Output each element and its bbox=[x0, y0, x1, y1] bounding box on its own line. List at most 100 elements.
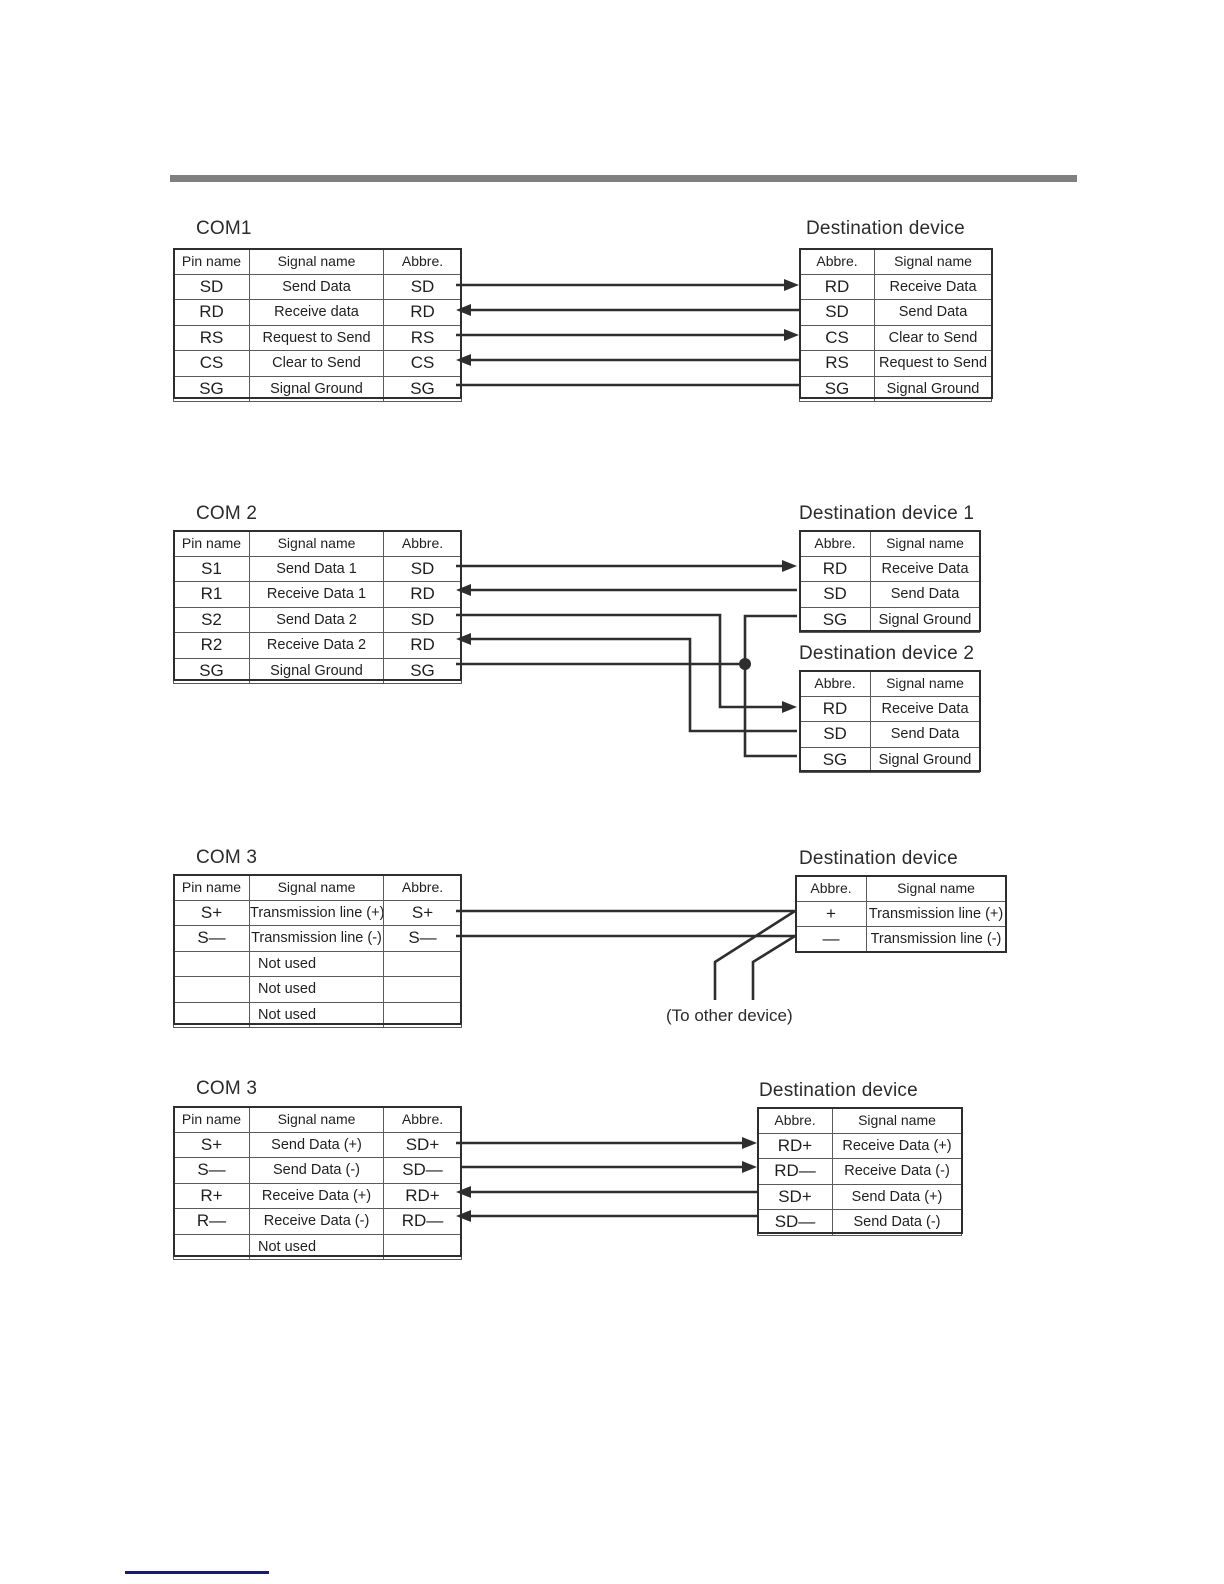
table-row: SG Signal Ground bbox=[799, 606, 980, 633]
cell-pin: RD bbox=[173, 299, 250, 326]
cell-abbr: RD bbox=[383, 632, 462, 659]
cell-signal: Receive Data (+) bbox=[832, 1132, 962, 1159]
table-row: RD+ Receive Data (+) bbox=[757, 1132, 962, 1159]
arrow-left-icon bbox=[456, 304, 471, 316]
table-row: S+ Send Data (+) SD+ bbox=[173, 1131, 462, 1158]
arrow-left-icon bbox=[456, 1210, 471, 1222]
col-pin-name: Pin name bbox=[173, 248, 250, 275]
cell-signal: Receive Data 2 bbox=[249, 632, 384, 659]
table-row: RS Request to Send RS bbox=[173, 324, 462, 351]
cell-abbr: SD— bbox=[757, 1209, 833, 1236]
cell-signal: Signal Ground bbox=[870, 746, 980, 773]
cell-abbr: SD— bbox=[383, 1157, 462, 1184]
wire-branch-minus-to-other-device bbox=[751, 934, 796, 1000]
col-signal-name: Signal name bbox=[249, 1106, 384, 1133]
cell-pin: R+ bbox=[173, 1182, 250, 1209]
table-header-row: Pin name Signal name Abbre. bbox=[173, 874, 462, 901]
cell-abbr: SD bbox=[383, 606, 462, 633]
table-row: SD Send Data bbox=[799, 299, 992, 326]
col-signal-name: Signal name bbox=[874, 248, 992, 275]
table-header-row: Abbre. Signal name bbox=[799, 530, 980, 557]
com2-destination1-caption: Destination device 1 bbox=[799, 503, 975, 524]
com2-source-caption: COM 2 bbox=[196, 503, 258, 524]
arrow-right-icon bbox=[742, 1161, 757, 1173]
table-row: SD— Send Data (-) bbox=[757, 1209, 962, 1236]
com3-4wire-destination-table: Abbre. Signal name RD+ Receive Data (+) … bbox=[757, 1107, 962, 1236]
com3-4wire-source-table: Pin name Signal name Abbre. S+ Send Data… bbox=[173, 1106, 462, 1260]
cell-signal: Send Data (+) bbox=[249, 1131, 384, 1158]
table-row: R2 Receive Data 2 RD bbox=[173, 632, 462, 659]
com1-wiring bbox=[456, 279, 799, 387]
table-row: SD+ Send Data (+) bbox=[757, 1183, 962, 1210]
com2-destination2-caption: Destination device 2 bbox=[799, 643, 975, 664]
cell-abbr: SD bbox=[383, 555, 462, 582]
arrow-right-icon bbox=[782, 560, 797, 572]
arrow-left-icon bbox=[456, 633, 471, 645]
cell-signal: Receive Data (+) bbox=[249, 1182, 384, 1209]
table-header-row: Pin name Signal name Abbre. bbox=[173, 1106, 462, 1133]
header-divider bbox=[170, 175, 1077, 182]
cell-signal: Transmission line (+) bbox=[249, 899, 384, 926]
cell-abbr: RD bbox=[799, 555, 871, 582]
cell-signal: Request to Send bbox=[249, 324, 384, 351]
table-row: + Transmission line (+) bbox=[795, 900, 1006, 927]
com3-2wire-source-caption: COM 3 bbox=[196, 847, 258, 868]
cell-abbr: RD bbox=[383, 581, 462, 608]
col-abbre: Abbre. bbox=[383, 1106, 462, 1133]
cell-signal: Transmission line (-) bbox=[249, 925, 384, 952]
table-row: RD Receive data RD bbox=[173, 299, 462, 326]
cell-abbr: SD bbox=[383, 273, 462, 300]
table-row: SD Send Data SD bbox=[173, 273, 462, 300]
cell-signal: Receive Data bbox=[870, 555, 980, 582]
cell-pin: S2 bbox=[173, 606, 250, 633]
table-row: RD Receive Data bbox=[799, 555, 980, 582]
table-row: S— Send Data (-) SD— bbox=[173, 1157, 462, 1184]
arrow-right-icon bbox=[782, 701, 797, 713]
cell-abbr: CS bbox=[799, 324, 875, 351]
to-other-device-note: (To other device) bbox=[666, 1006, 793, 1025]
col-signal-name: Signal name bbox=[832, 1107, 962, 1134]
wire-s2-to-dev2-rd bbox=[456, 613, 785, 709]
cell-abbr: RD bbox=[383, 299, 462, 326]
col-signal-name: Signal name bbox=[870, 530, 980, 557]
col-signal-name: Signal name bbox=[249, 874, 384, 901]
com2-source-table: Pin name Signal name Abbre. S1 Send Data… bbox=[173, 530, 462, 684]
cell-signal: Send Data (-) bbox=[249, 1157, 384, 1184]
cell-pin: S+ bbox=[173, 1131, 250, 1158]
arrow-right-icon bbox=[784, 279, 799, 291]
cell-signal: Request to Send bbox=[874, 350, 992, 377]
table-row: SG Signal Ground bbox=[799, 746, 980, 773]
table-row: R+ Receive Data (+) RD+ bbox=[173, 1182, 462, 1209]
cell-signal: Transmission line (+) bbox=[866, 900, 1006, 927]
cell-pin: R2 bbox=[173, 632, 250, 659]
cell-signal: Send Data bbox=[249, 273, 384, 300]
com3-4wire-destination-caption: Destination device bbox=[759, 1080, 918, 1101]
cell-signal: Receive Data 1 bbox=[249, 581, 384, 608]
table-row: Not used bbox=[173, 950, 462, 977]
com3-4wire-source-caption: COM 3 bbox=[196, 1078, 258, 1099]
col-abbre: Abbre. bbox=[799, 670, 871, 697]
cell-abbr: RD+ bbox=[383, 1182, 462, 1209]
table-header-row: Pin name Signal name Abbre. bbox=[173, 530, 462, 557]
arrow-left-icon bbox=[456, 354, 471, 366]
cell-abbr: S+ bbox=[383, 899, 462, 926]
cell-signal: Send Data bbox=[874, 299, 992, 326]
wire-sg-to-dev1-sg bbox=[743, 614, 797, 664]
com1-source-caption: COM1 bbox=[196, 218, 252, 239]
arrow-right-icon bbox=[784, 329, 799, 341]
col-pin-name: Pin name bbox=[173, 1106, 250, 1133]
cell-pin: R— bbox=[173, 1208, 250, 1235]
cell-abbr: SD+ bbox=[383, 1131, 462, 1158]
table-row: — Transmission line (-) bbox=[795, 926, 1006, 953]
cell-pin bbox=[173, 976, 250, 1003]
cell-signal: Not used bbox=[249, 950, 384, 977]
col-abbre: Abbre. bbox=[757, 1107, 833, 1134]
cell-pin bbox=[173, 950, 250, 977]
table-header-row: Abbre. Signal name bbox=[757, 1107, 962, 1134]
wire-junction-dot bbox=[739, 658, 751, 670]
cell-abbr: SG bbox=[799, 746, 871, 773]
cell-abbr: RS bbox=[799, 350, 875, 377]
